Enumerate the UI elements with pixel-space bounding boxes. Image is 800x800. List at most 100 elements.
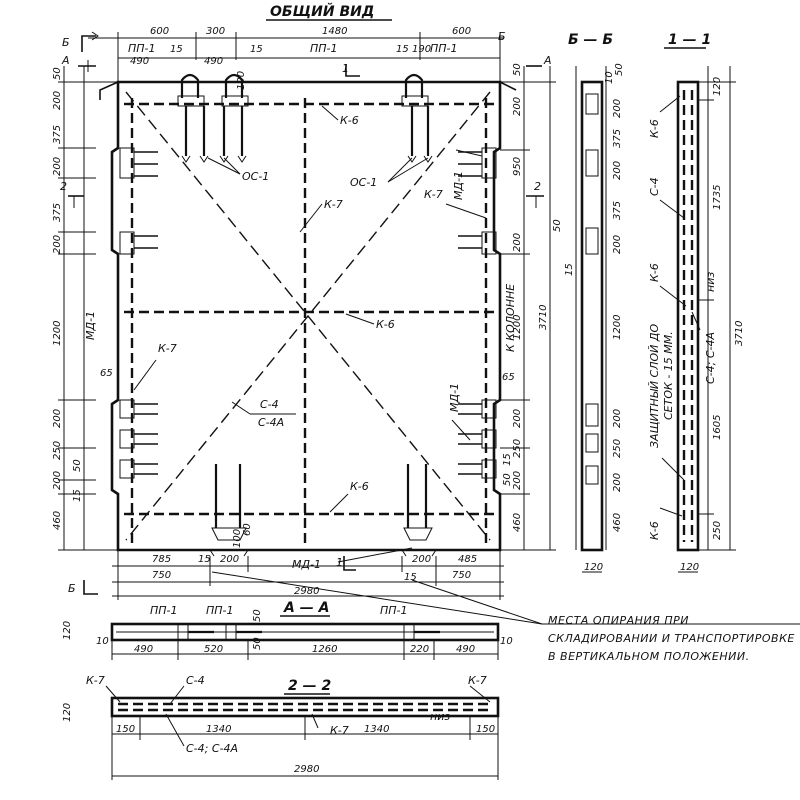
label-pp1-top-mid: ПП-1	[310, 42, 338, 55]
dim-right-200-c: 200	[512, 409, 523, 428]
md1-plates-left	[119, 147, 135, 479]
dim-22-150-b: 150	[476, 724, 495, 735]
dim-bb-460: 460	[612, 513, 623, 532]
label-os1-right: ОС-1	[350, 176, 377, 189]
dim-bb-375-b: 375	[612, 201, 623, 220]
dim-bb-375-a: 375	[612, 129, 623, 148]
dim-bb-250: 250	[612, 439, 623, 458]
mark-1-bottom: 1	[336, 556, 343, 569]
dim-785: 785	[152, 554, 171, 565]
right-dimensions: 50 200 950 200 1200 3710 200 250 200 15 …	[500, 63, 556, 551]
label-md1-left: МД-1	[84, 311, 97, 340]
dim-600-left: 600	[150, 26, 169, 37]
dim-11-120: 120	[712, 77, 723, 96]
label-k7-left: К-7	[158, 342, 177, 355]
note-line-2: СКЛАДИРОВАНИИ И ТРАНСПОРТИРОВКЕ	[548, 632, 795, 645]
label-11-c4: С-4	[648, 177, 661, 196]
dim-bb-10: 10	[604, 71, 615, 84]
bottom-support-bars	[209, 464, 437, 557]
label-k6-bottom: К-6	[350, 480, 369, 493]
top-dimensions: 600 300 1480 600 ПП-1 15 490 490 15 ПП-1…	[88, 26, 504, 90]
dim-aa-10-b: 10	[500, 636, 513, 647]
label-md1-right-top: МД-1	[452, 171, 465, 200]
dim-left-50: 50	[52, 67, 63, 80]
mark-b-top: Б	[62, 36, 70, 49]
panel-edge-detail	[99, 81, 119, 100]
label-pp1-top-right: ПП-1	[430, 42, 458, 55]
dim-490-a: 490	[130, 56, 149, 67]
dim-left-250: 250	[52, 441, 63, 460]
dim-bb-200-b: 200	[612, 161, 623, 180]
label-c4a: С-4А	[258, 416, 284, 429]
dim-left-1200: 1200	[52, 321, 63, 346]
mark-b-right: Б	[498, 30, 506, 43]
anchor-bars-left	[134, 151, 158, 475]
lifting-loops-top	[177, 73, 429, 107]
dim-aa-10-a: 10	[96, 636, 109, 647]
label-11-protective: ЗАЩИТНЫЙ СЛОЙ ДО	[648, 324, 661, 448]
bottom-dimensions: 785 15 200 200 485 750 15 750 2980 100 6…	[112, 523, 504, 600]
dim-600-right: 600	[452, 26, 471, 37]
dim-bb-15: 15	[564, 263, 575, 276]
title-section-1: 1 — 1	[668, 32, 711, 48]
title-section-2-label: 2 — 2	[288, 678, 331, 694]
label-k7-right: К-7	[424, 188, 443, 201]
note-line-1: МЕСТА ОПИРАНИЯ ПРИ	[548, 614, 689, 627]
dim-bb-120: 120	[584, 562, 603, 573]
dim-left-200-e: 200	[52, 471, 63, 490]
dim-bb-50-b: 50	[552, 219, 563, 232]
md1-plates-right	[481, 147, 497, 479]
label-k7-center: К-7	[324, 198, 343, 211]
dim-11-120-bottom: 120	[680, 562, 699, 573]
dim-750-b: 750	[452, 570, 471, 581]
mark-a-right: А	[543, 54, 552, 67]
left-dimensions: 50 200 375 200 375 200 1200 200 250 50 2…	[52, 66, 118, 551]
dim-aa-220: 220	[410, 644, 429, 655]
label-aa-pp1-c: ПП-1	[380, 604, 408, 617]
dim-60-bottom: 60	[242, 523, 253, 536]
dim-bb-200-e: 200	[612, 473, 623, 492]
label-aa-pp1-a: ПП-1	[150, 604, 178, 617]
section-a-a: А — А ПП-1 ПП-1 ПП-1 120 10 490 520 1260…	[62, 600, 513, 660]
dim-750-a: 750	[152, 570, 171, 581]
panel-edge-detail	[499, 81, 517, 91]
mark-a-left: А	[61, 54, 70, 67]
dim-aa-50-b: 50	[252, 637, 263, 650]
dim-11-250: 250	[712, 521, 723, 540]
dim-2980: 2980	[294, 586, 319, 597]
dim-right-460: 460	[512, 513, 523, 532]
dim-11-3710: 3710	[734, 321, 745, 346]
title-section-b: Б — Б	[568, 32, 613, 48]
dim-65-right: 65	[502, 372, 515, 383]
dim-11-1605: 1605	[712, 415, 723, 440]
dim-aa-490-b: 490	[456, 644, 475, 655]
anchor-bars-right	[458, 151, 482, 475]
dim-left-460: 460	[52, 511, 63, 530]
support-note: МЕСТА ОПИРАНИЯ ПРИ СКЛАДИРОВАНИИ И ТРАНС…	[211, 571, 800, 663]
dim-aa-1260: 1260	[312, 644, 337, 655]
label-md1-right-bottom: МД-1	[448, 383, 461, 412]
dim-right-3710: 3710	[538, 305, 549, 330]
label-22-k7-mid: К-7	[330, 724, 349, 737]
dim-right-950: 950	[512, 157, 523, 176]
label-k6-top: К-6	[340, 114, 359, 127]
dim-left-15: 15	[72, 489, 83, 502]
dim-485: 485	[458, 554, 477, 565]
title-general-view: ОБЩИЙ ВИД	[270, 3, 374, 20]
label-22-c4: С-4	[186, 674, 205, 687]
label-k6-middle: К-6	[376, 318, 395, 331]
label-22-k7-left: К-7	[86, 674, 105, 687]
dim-aa-520: 520	[204, 644, 223, 655]
dim-right-250: 250	[512, 439, 523, 458]
dim-15-b: 15	[250, 44, 263, 55]
note-leader-left	[211, 571, 543, 625]
section-b-b: 10 50 200 375 200 375 200 1200 200 250 2…	[552, 63, 625, 573]
dim-65-left: 65	[100, 368, 113, 379]
dim-22-120: 120	[62, 703, 73, 722]
note-leader-right	[411, 579, 543, 625]
dim-aa-120: 120	[62, 621, 73, 640]
dim-100-bottom: 100	[232, 529, 243, 548]
dim-15-a: 15	[170, 44, 183, 55]
label-c4: С-4	[260, 398, 279, 411]
